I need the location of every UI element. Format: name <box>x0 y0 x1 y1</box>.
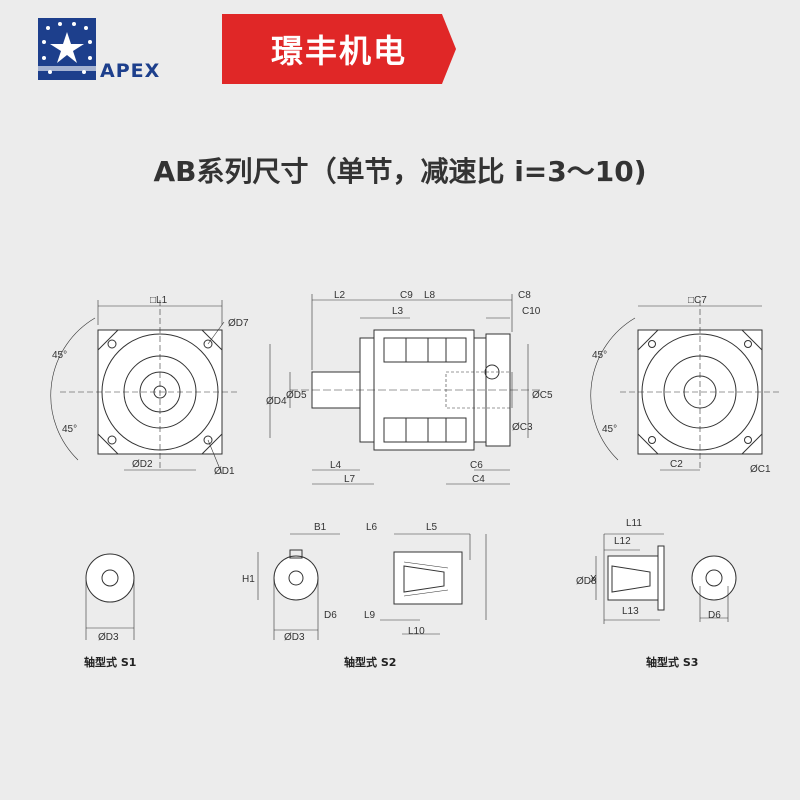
label-45-lower: 45° <box>62 424 77 435</box>
label-D7: ØD7 <box>228 318 249 329</box>
label-L1: □L1 <box>150 295 168 306</box>
label-L9: L9 <box>364 610 376 621</box>
side-view <box>269 294 540 485</box>
caption-s1: 轴型式 S1 <box>84 655 136 669</box>
label-L5: L5 <box>426 522 438 533</box>
caption-s2: 轴型式 S2 <box>344 655 396 669</box>
label-D4: ØD4 <box>266 396 287 407</box>
label-s2-D3: ØD3 <box>284 632 305 643</box>
label-H1: H1 <box>242 574 255 585</box>
front-view <box>50 300 240 475</box>
shaft-s2-view <box>257 533 487 640</box>
label-L12: L12 <box>614 536 631 547</box>
label-C8: C8 <box>518 290 531 301</box>
caption-s3: 轴型式 S3 <box>646 655 698 669</box>
label-C10: C10 <box>522 306 541 317</box>
label-C4: C4 <box>472 474 485 485</box>
label-s3-D6: D6 <box>708 610 721 621</box>
label-45-upper: 45° <box>52 350 67 361</box>
label-L6: L6 <box>366 522 378 533</box>
page-title: AB系列尺寸（单节，减速比 i=3～10) <box>153 155 647 188</box>
label-D1: ØD1 <box>214 466 235 477</box>
label-L2: L2 <box>334 290 346 301</box>
label-D5: ØD5 <box>286 390 307 401</box>
label-C7: □C7 <box>688 295 707 306</box>
label-D8: ØD8 <box>576 576 597 587</box>
label-C3: ØC3 <box>512 422 533 433</box>
label-s1-D3: ØD3 <box>98 632 119 643</box>
company-banner: 璟丰机电 <box>222 14 456 84</box>
banner-text: 璟丰机电 <box>270 32 407 70</box>
label-X: X <box>590 574 597 585</box>
label-C5: ØC5 <box>532 390 553 401</box>
label-B1: B1 <box>314 522 327 533</box>
label-C2: C2 <box>670 459 683 470</box>
label-rear-45-lower: 45° <box>602 424 617 435</box>
label-L8: L8 <box>424 290 436 301</box>
rear-view <box>590 300 780 471</box>
label-C1: ØC1 <box>750 464 771 475</box>
shaft-s1-view <box>85 553 135 640</box>
label-D2: ØD2 <box>132 459 153 470</box>
label-L7: L7 <box>344 474 356 485</box>
logo-brand-text: APEX <box>100 60 161 82</box>
apex-logo: APEX <box>38 18 178 82</box>
label-L11: L11 <box>626 518 642 529</box>
label-rear-45-upper: 45° <box>592 350 607 361</box>
shaft-s3-view <box>595 533 737 624</box>
label-s2-D6: D6 <box>324 610 337 621</box>
label-L10: L10 <box>408 626 425 637</box>
label-L13: L13 <box>622 606 639 617</box>
label-L4: L4 <box>330 460 342 471</box>
label-C9: C9 <box>400 290 413 301</box>
label-C6: C6 <box>470 460 483 471</box>
label-L3: L3 <box>392 306 404 317</box>
logo-star-emblem <box>38 18 96 80</box>
